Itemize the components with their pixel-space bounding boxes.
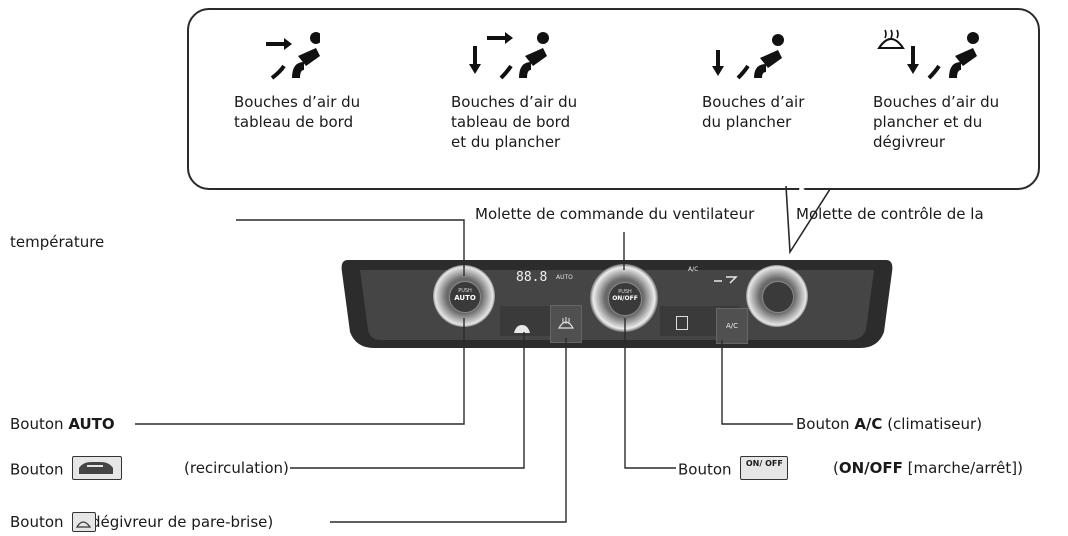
defrost-key-icon: [72, 511, 97, 532]
auto-button[interactable]: PUSH AUTO: [449, 281, 481, 313]
mode-label-line1: Bouches d’air du: [451, 93, 578, 111]
floor-vent-icon: [712, 34, 784, 80]
defrost-icon: [557, 317, 575, 329]
display-auto-indicator: AUTO: [556, 274, 573, 281]
mode-floor-vents: Bouches d’air du plancher: [702, 26, 892, 132]
onoff-button-label: ON/OFF: [612, 295, 638, 302]
recirculation-button[interactable]: [512, 320, 532, 333]
rear-defrost-button[interactable]: [676, 316, 688, 330]
mode-label-line1: Bouches d’air du: [873, 93, 1000, 111]
defrost-label-text: Bouton (dégivreur de pare-brise): [10, 511, 274, 532]
onoff-button[interactable]: PUSH ON/OFF: [608, 282, 642, 316]
floor-defrost-vent-icon: [877, 29, 979, 80]
mode-label-line1: Bouches d’air: [702, 93, 805, 111]
mode-indicator-ac: A/C: [688, 266, 699, 273]
auto-push-label: PUSH: [458, 288, 472, 294]
mode-label-line2: tableau de bord: [234, 113, 354, 131]
auto-button-label-text: Bouton AUTO: [10, 415, 115, 433]
onoff-label-text: Bouton ON/ OFF: [678, 456, 789, 482]
onoff-key-icon: ON/ OFF: [740, 456, 789, 480]
mode-indicator-icon: [712, 270, 738, 289]
mode-dial-label: Molette de contrôle de la: [796, 205, 984, 223]
mode-label-line1: Bouches d’air du: [234, 93, 361, 111]
fan-control-dial[interactable]: PUSH ON/OFF: [590, 264, 658, 332]
recirculation-suffix: (recirculation): [184, 459, 289, 477]
temperature-label: température: [10, 233, 105, 251]
temperature-display: 88.8: [516, 270, 548, 285]
mode-floor-defrost-vents: Bouches d’air du plancher et du dégivreu…: [873, 26, 1063, 152]
mode-label-line2: du plancher: [702, 113, 792, 131]
onoff-push-label: PUSH: [618, 289, 632, 295]
recirculation-label-text: Bouton: [10, 456, 123, 482]
mode-dial-center: [762, 281, 794, 313]
fan-dial-label: Molette de commande du ventilateur: [475, 205, 755, 223]
mode-label-line2: tableau de bord: [451, 113, 571, 131]
recirculation-key-icon: [72, 456, 123, 480]
panel-floor-vent-icon: [469, 32, 549, 80]
defrost-suffix: (dégivreur de pare-brise): [85, 513, 274, 531]
mode-control-dial[interactable]: [746, 265, 808, 327]
onoff-suffix: (ON/OFF [marche/arrêt]): [833, 459, 1023, 477]
ac-button-label-text: Bouton A/C (climatiseur): [796, 415, 983, 433]
ac-button[interactable]: A/C: [716, 308, 748, 344]
mode-label-line3: dégivreur: [873, 133, 946, 151]
mode-label-line3: et du plancher: [451, 133, 561, 151]
temperature-dial[interactable]: PUSH AUTO: [433, 265, 495, 327]
mode-panel-vents: Bouches d’air du tableau de bord: [234, 26, 424, 132]
panel-vent-icon: [266, 32, 320, 80]
defroster-button[interactable]: [550, 305, 582, 343]
recirculation-icon: [514, 325, 530, 333]
airflow-modes-callout: [187, 8, 1040, 190]
auto-button-label: AUTO: [454, 294, 476, 302]
mode-label-line2: plancher et du: [873, 113, 983, 131]
callout-pointer: [785, 186, 830, 255]
mode-panel-floor-vents: Bouches d’air du tableau de bord et du p…: [451, 26, 641, 152]
